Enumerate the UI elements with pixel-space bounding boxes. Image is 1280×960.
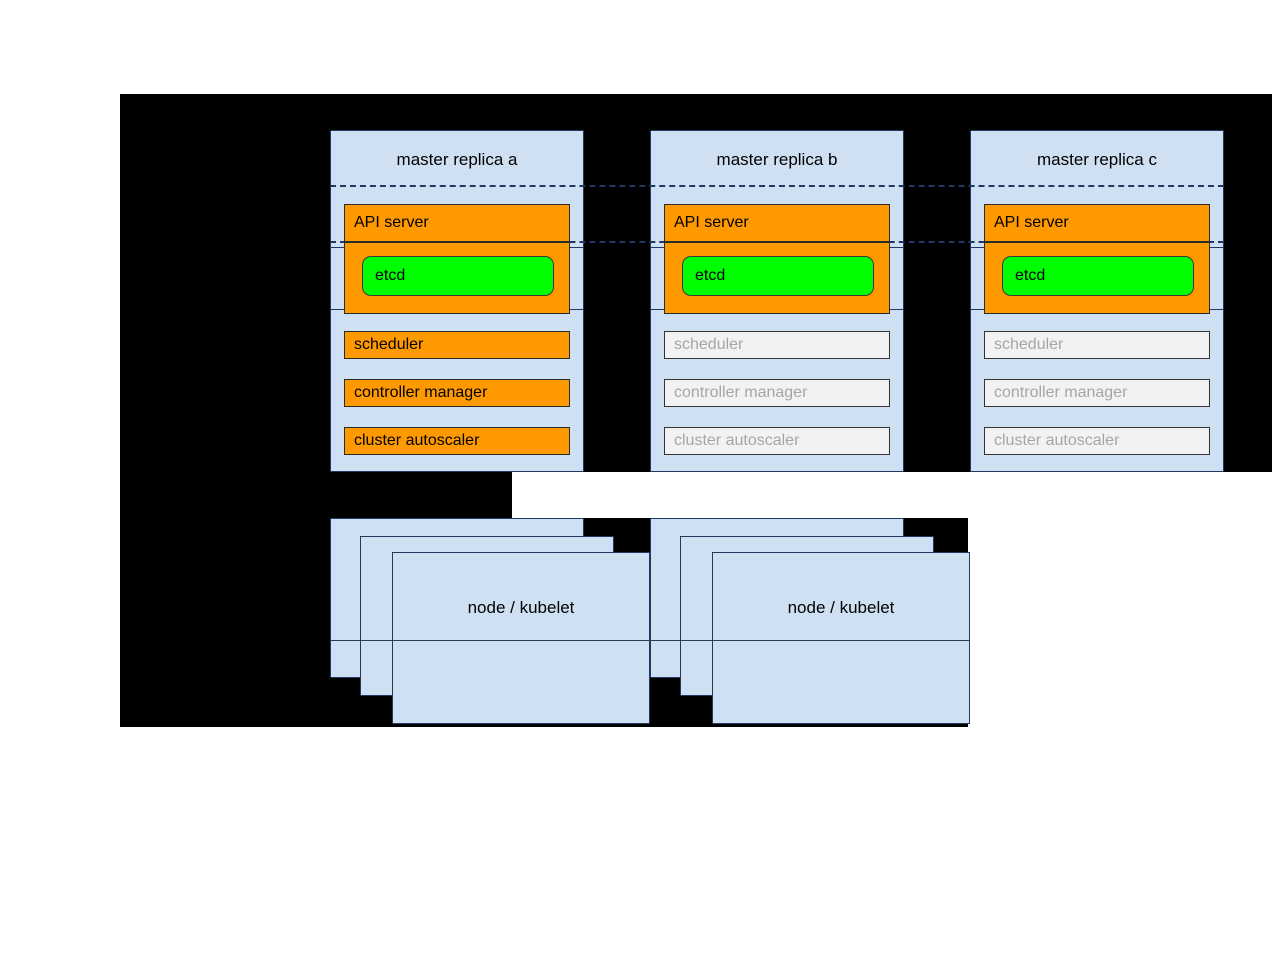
node-divider-left xyxy=(330,640,650,641)
backdrop-left-notch xyxy=(120,472,512,518)
api-band-top-rule xyxy=(330,185,1224,187)
scheduler-pill-c[interactable]: scheduler xyxy=(984,331,1210,359)
node-card-right[interactable] xyxy=(712,552,970,724)
api-server-pill-c[interactable]: API server xyxy=(984,204,1210,242)
master-replica-title-b: master replica b xyxy=(716,150,838,169)
controller-manager-pill-b[interactable]: controller manager xyxy=(664,379,890,407)
etcd-pill-b[interactable]: etcd xyxy=(682,256,874,296)
node-divider-right xyxy=(650,640,970,641)
cluster-autoscaler-pill-c[interactable]: cluster autoscaler xyxy=(984,427,1210,455)
cluster-autoscaler-pill-a[interactable]: cluster autoscaler xyxy=(344,427,570,455)
scheduler-pill-b[interactable]: scheduler xyxy=(664,331,890,359)
node-label-left: node / kubelet xyxy=(467,598,575,617)
scheduler-pill-a[interactable]: scheduler xyxy=(344,331,570,359)
api-server-pill-a[interactable]: API server xyxy=(344,204,570,242)
cluster-autoscaler-pill-b[interactable]: cluster autoscaler xyxy=(664,427,890,455)
etcd-pill-a[interactable]: etcd xyxy=(362,256,554,296)
node-label-right: node / kubelet xyxy=(787,598,895,617)
controller-manager-pill-c[interactable]: controller manager xyxy=(984,379,1210,407)
master-replica-title-c: master replica c xyxy=(1037,150,1157,169)
master-replica-title-a: master replica a xyxy=(396,150,518,169)
node-card-left[interactable] xyxy=(392,552,650,724)
controller-manager-pill-a[interactable]: controller manager xyxy=(344,379,570,407)
etcd-pill-c[interactable]: etcd xyxy=(1002,256,1194,296)
api-server-pill-b[interactable]: API server xyxy=(664,204,890,242)
